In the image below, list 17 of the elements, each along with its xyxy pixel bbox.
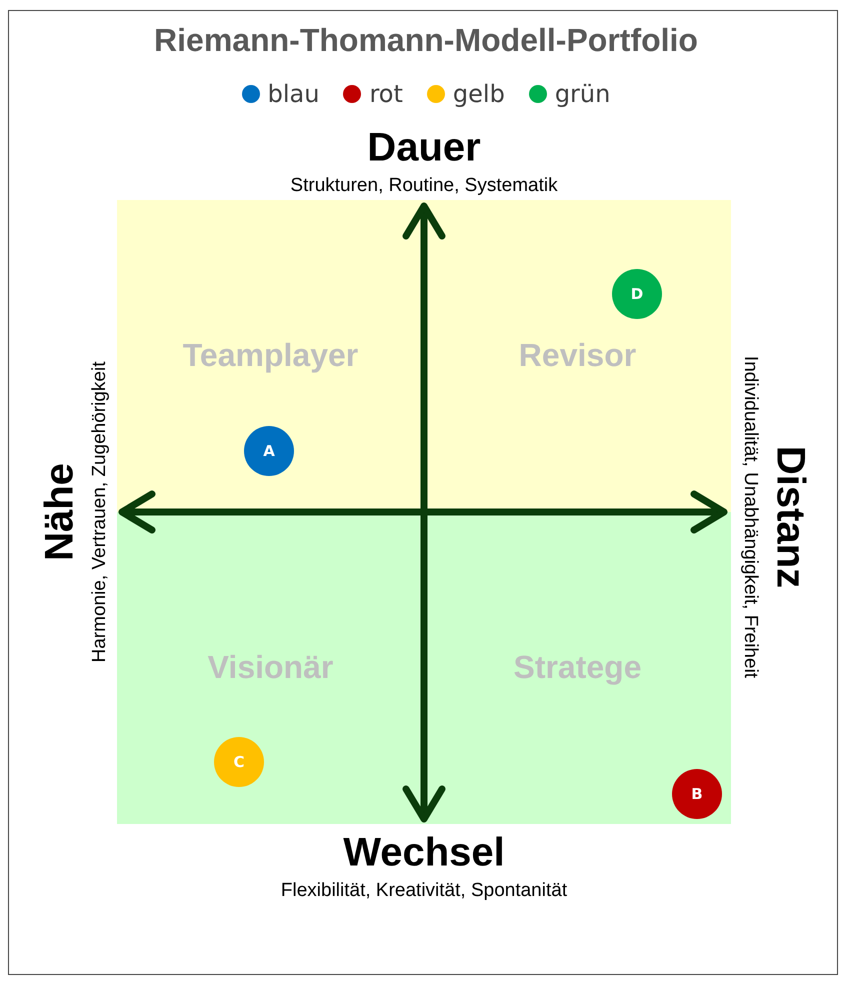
quadrant-label: Visionär <box>208 649 334 686</box>
axis-pole-label: Wechsel <box>343 830 505 876</box>
legend-label: blau <box>268 80 320 108</box>
chart-title: Riemann-Thomann-Modell-Portfolio <box>153 22 699 59</box>
quadrant-label: Stratege <box>513 649 642 686</box>
legend-label: gelb <box>452 80 505 108</box>
axis-description: Strukturen, Routine, Systematik <box>290 175 558 197</box>
axis-description: Flexibilität, Kreativität, Spontanität <box>280 880 568 902</box>
axis-description: Individualität, Unabhängigkeit, Freiheit <box>739 356 761 678</box>
legend-label: rot <box>369 80 403 108</box>
axis-pole-label: Nähe <box>38 463 82 561</box>
quadrant-label: Teamplayer <box>182 337 358 374</box>
axis-pole-label: Dauer <box>367 126 481 170</box>
axis-description: Harmonie, Vertrauen, Zugehörigkeit <box>89 362 111 662</box>
quadrant-label: Revisor <box>518 337 636 374</box>
axis-pole-label: Distanz <box>768 446 812 588</box>
legend-label: grün <box>554 80 610 108</box>
